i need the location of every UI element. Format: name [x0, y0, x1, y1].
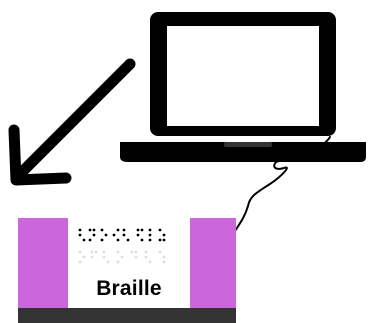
braille-display-icon: [18, 218, 236, 323]
braille-dots-row-2: [78, 250, 166, 264]
laptop-icon: [120, 12, 366, 162]
braille-display-base: [18, 308, 236, 323]
arrow-down-left-icon: [8, 58, 136, 186]
braille-panel: [68, 218, 190, 308]
braille-dots-row-1: [78, 228, 166, 242]
usb-cable-icon: [231, 136, 331, 237]
braille-label: Braille: [96, 277, 162, 300]
